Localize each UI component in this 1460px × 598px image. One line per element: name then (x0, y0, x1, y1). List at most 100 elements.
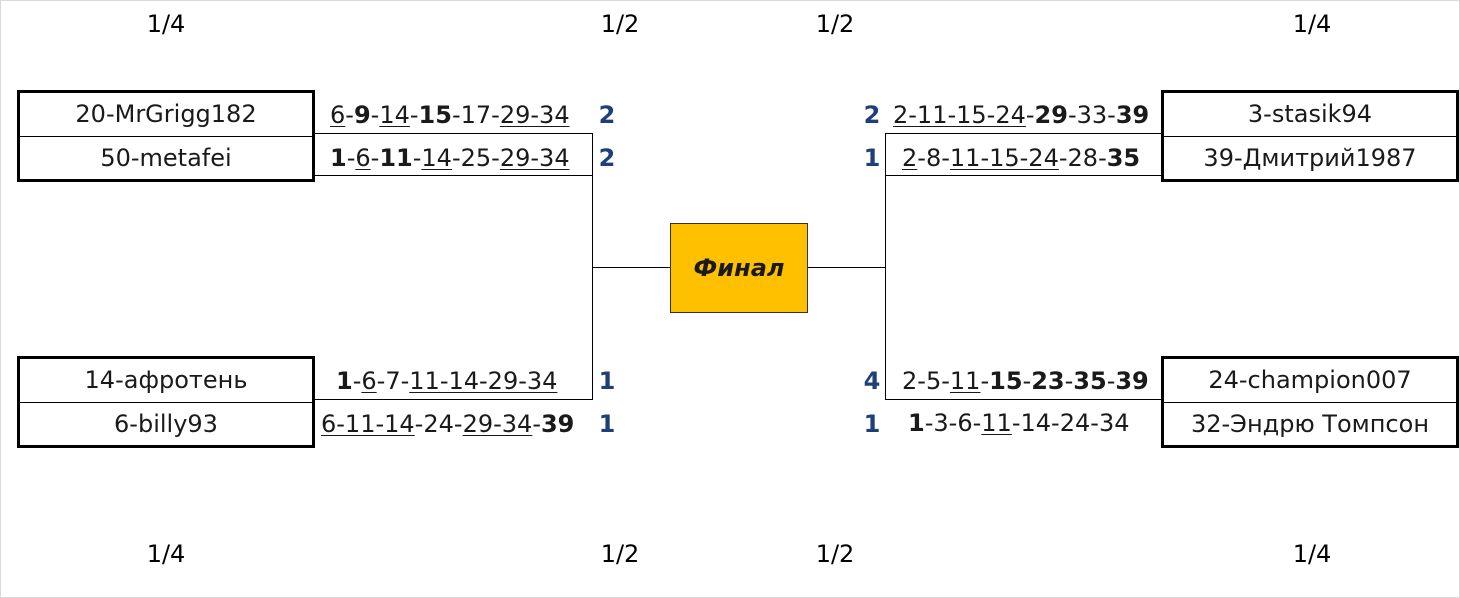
number-segment: 33 (1076, 101, 1108, 129)
number-segment: 11-15-24 (949, 144, 1059, 172)
number-sequence: 1-6-11-14-25-29-34 (330, 142, 570, 174)
number-segment: - (1058, 144, 1068, 172)
player-name: 32-Эндрю Томпсон (1164, 401, 1456, 446)
round-label-quarter: 1/4 (146, 540, 186, 568)
match-score: 2 (598, 101, 616, 129)
number-segment: 29-34 (462, 410, 533, 438)
player-name: 50-metafei (20, 135, 312, 180)
round-label-semi: 1/2 (600, 540, 640, 568)
number-segment: 17 (460, 101, 492, 129)
number-segment: 24 (423, 410, 454, 438)
match-box-right-bottom: 24-champion007 32-Эндрю Томпсон (1161, 356, 1459, 448)
number-segment: 1 (330, 144, 347, 172)
player-name: 6-billy93 (20, 401, 312, 446)
number-segment: - (409, 101, 419, 129)
number-segment: - (412, 144, 422, 172)
number-segment: - (346, 144, 356, 172)
number-segment: - (924, 409, 934, 437)
bracket-line (885, 133, 886, 400)
number-segment: - (917, 367, 926, 395)
number-segment: 35 (1073, 367, 1107, 395)
number-segment: 3 (933, 409, 949, 437)
round-label-semi: 1/2 (600, 10, 640, 38)
number-segment: - (941, 367, 950, 395)
bracket-line (885, 175, 1161, 176)
match-box-left-top: 20-MrGrigg182 50-metafei (17, 90, 315, 182)
round-label-quarter: 1/4 (1292, 540, 1332, 568)
number-segment: 29 (1034, 101, 1068, 129)
number-sequence: 6-9-14-15-17-29-34 (330, 99, 570, 131)
number-sequence: 1-6-7-11-14-29-34 (336, 365, 557, 397)
number-segment: 28 (1067, 144, 1099, 172)
number-segment: - (980, 367, 990, 395)
number-segment: - (1011, 409, 1021, 437)
number-segment: - (1107, 101, 1116, 129)
number-segment: 6 (355, 144, 371, 172)
round-label-quarter: 1/4 (1292, 10, 1332, 38)
number-segment: 14 (421, 144, 452, 172)
number-segment: - (1025, 101, 1035, 129)
bracket-line (313, 175, 593, 176)
number-segment: 15 (418, 101, 452, 129)
bracket-line (313, 399, 593, 400)
number-segment: 14 (379, 101, 410, 129)
number-segment: - (1090, 409, 1099, 437)
match-box-left-bottom: 14-афротень 6-billy93 (17, 356, 315, 448)
number-segment: - (1022, 367, 1032, 395)
number-segment: 2-11-15-24 (893, 101, 1026, 129)
round-label-semi: 1/2 (815, 540, 855, 568)
number-segment: - (917, 144, 926, 172)
number-segment: 11 (981, 409, 1012, 437)
bracket-line (885, 399, 1161, 400)
number-segment: 39 (1115, 101, 1150, 129)
final-box: Финал (670, 223, 808, 313)
number-segment: - (400, 367, 410, 395)
number-segment: - (453, 410, 463, 438)
number-segment: - (941, 144, 950, 172)
number-segment: 15 (989, 367, 1023, 395)
number-segment: - (1064, 367, 1074, 395)
number-sequence: 6-11-14-24-29-34-39 (321, 408, 574, 440)
number-segment: 2 (902, 144, 918, 172)
number-segment: - (532, 410, 541, 438)
player-name: 20-MrGrigg182 (75, 100, 257, 129)
number-segment: - (370, 144, 380, 172)
number-sequence: 2-8-11-15-24-28-35 (902, 142, 1140, 174)
match-score: 2 (863, 101, 881, 129)
match-box-right-top: 3-stasik94 39-Дмитрий1987 (1161, 90, 1459, 182)
number-segment: 1 (336, 367, 353, 395)
number-segment: 11 (379, 144, 413, 172)
number-segment: 14 (1020, 409, 1052, 437)
bracket-line (592, 267, 670, 268)
bracket-line (807, 267, 886, 268)
number-segment: 9 (353, 101, 371, 129)
player-name: 3-stasik94 (1247, 100, 1373, 129)
number-segment: - (345, 101, 354, 129)
number-sequence: 1-3-6-11-14-24-34 (908, 407, 1129, 439)
number-segment: 39 (540, 410, 575, 438)
number-segment: 2 (902, 367, 918, 395)
number-segment: 8 (925, 144, 942, 172)
bracket-line (592, 133, 593, 400)
player-name: 39-Дмитрий1987 (1164, 135, 1456, 180)
number-segment: - (451, 101, 461, 129)
number-segment: - (1051, 409, 1060, 437)
number-segment: - (370, 101, 380, 129)
final-label: Финал (693, 254, 785, 282)
player-name: 14-афротень (84, 366, 248, 395)
number-segment: 6-11-14 (321, 410, 415, 438)
number-segment: 39 (1115, 367, 1149, 395)
number-segment: - (451, 144, 461, 172)
number-segment: - (972, 409, 982, 437)
number-segment: 35 (1106, 144, 1141, 172)
number-segment: - (352, 367, 362, 395)
player-name: 24-champion007 (1208, 366, 1412, 395)
bracket-line (313, 133, 593, 134)
number-segment: - (376, 367, 386, 395)
number-segment: - (491, 144, 500, 172)
match-score: 4 (863, 367, 881, 395)
number-segment: - (948, 409, 958, 437)
bracket-line (885, 133, 1161, 134)
number-segment: 25 (460, 144, 492, 172)
number-segment: 11-14-29-34 (409, 367, 558, 395)
